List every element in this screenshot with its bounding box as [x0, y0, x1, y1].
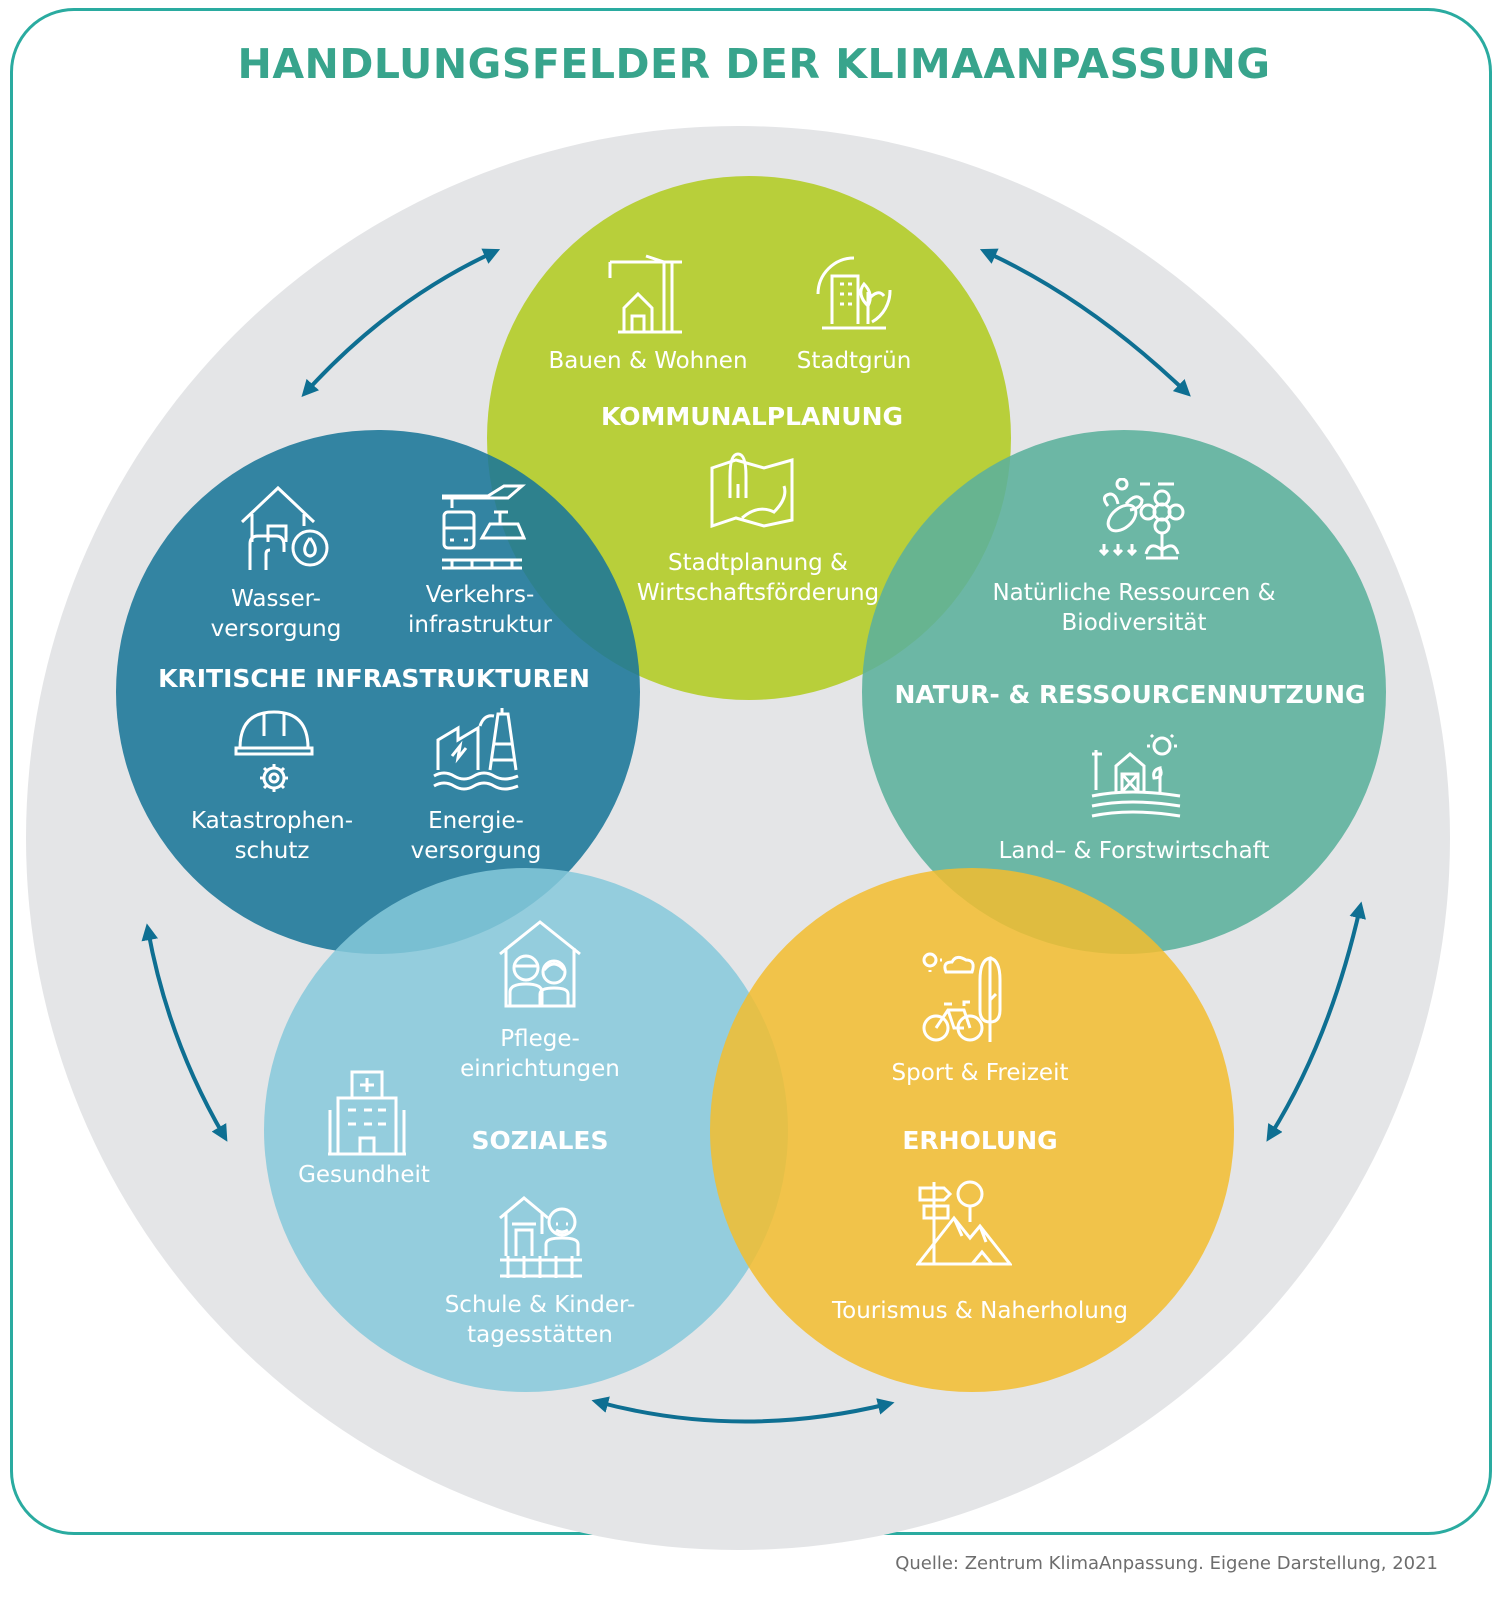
elderly-home-icon: [499, 920, 581, 1008]
crane-house-icon: [608, 254, 682, 334]
power-plant-icon: [433, 708, 519, 791]
school-child-icon: [499, 1196, 582, 1278]
heading-kritische-infrastrukturen: KRITISCHE INFRASTRUKTUREN: [158, 664, 590, 693]
hospital-icon: [328, 1070, 406, 1156]
label-gesundheit: Gesundheit: [298, 1162, 430, 1188]
source-note: Quelle: Zentrum KlimaAnpassung. Eigene D…: [895, 1553, 1438, 1574]
arrow-top-right: [979, 248, 1191, 397]
bee-flower-icon: [1098, 478, 1185, 560]
farm-barn-icon: [1091, 734, 1181, 818]
arrow-bottom: [591, 1396, 895, 1424]
label-sport-freizeit: Sport & Freizeit: [891, 1060, 1069, 1086]
arrow-right: [1266, 901, 1366, 1142]
page-title: HANDLUNGSFELDER DER KLIMAANPASSUNG: [237, 40, 1271, 88]
circle-natur-ressourcennutzung: [862, 430, 1386, 954]
label-katastrophenschutz: Katastrophen- schutz: [190, 808, 354, 864]
label-bauen-wohnen: Bauen & Wohnen: [548, 348, 748, 374]
label-land-forstwirtschaft: Land– & Forstwirtschaft: [998, 838, 1270, 864]
arrow-left: [141, 923, 228, 1142]
label-schule-kindertagesstaetten: Schule & Kinder- tagesstätten: [444, 1292, 636, 1348]
label-pflegeeinrichtungen: Pflege- einrichtungen: [460, 1026, 620, 1082]
label-natuerliche-ressourcen: Natürliche Ressourcen & Biodiversität: [992, 580, 1276, 636]
label-verkehrsinfrastruktur: Verkehrs- infrastruktur: [407, 582, 553, 638]
label-stadtgruen: Stadtgrün: [796, 348, 912, 374]
house-water-pipe-icon: [240, 485, 329, 570]
label-tourismus-naherholung: Tourismus & Naherholung: [831, 1298, 1129, 1324]
helmet-gear-icon: [234, 710, 314, 792]
circle-soziales: [264, 868, 788, 1392]
arrow-top-left: [301, 248, 501, 397]
circle-kommunalplanung: [487, 176, 1011, 700]
heading-soziales: SOZIALES: [471, 1126, 609, 1155]
transport-modes-icon: [442, 484, 526, 570]
label-energieversorgung: Energie- versorgung: [410, 808, 542, 864]
city-plan-map-icon: [710, 452, 794, 528]
label-wasserversorgung: Wasser- versorgung: [210, 586, 342, 642]
circle-erholung: [710, 868, 1234, 1392]
label-stadtplanung: Stadtplanung & Wirtschaftsförderung: [636, 550, 880, 606]
bicycle-tree-icon: [920, 950, 1002, 1042]
heading-natur-ressourcennutzung: NATUR- & RESSOURCENNUTZUNG: [894, 680, 1366, 709]
heading-kommunalplanung: KOMMUNALPLANUNG: [600, 402, 904, 431]
green-building-icon: [816, 256, 892, 330]
heading-erholung: ERHOLUNG: [902, 1126, 1058, 1155]
mountain-signpost-icon: [916, 1180, 1012, 1266]
